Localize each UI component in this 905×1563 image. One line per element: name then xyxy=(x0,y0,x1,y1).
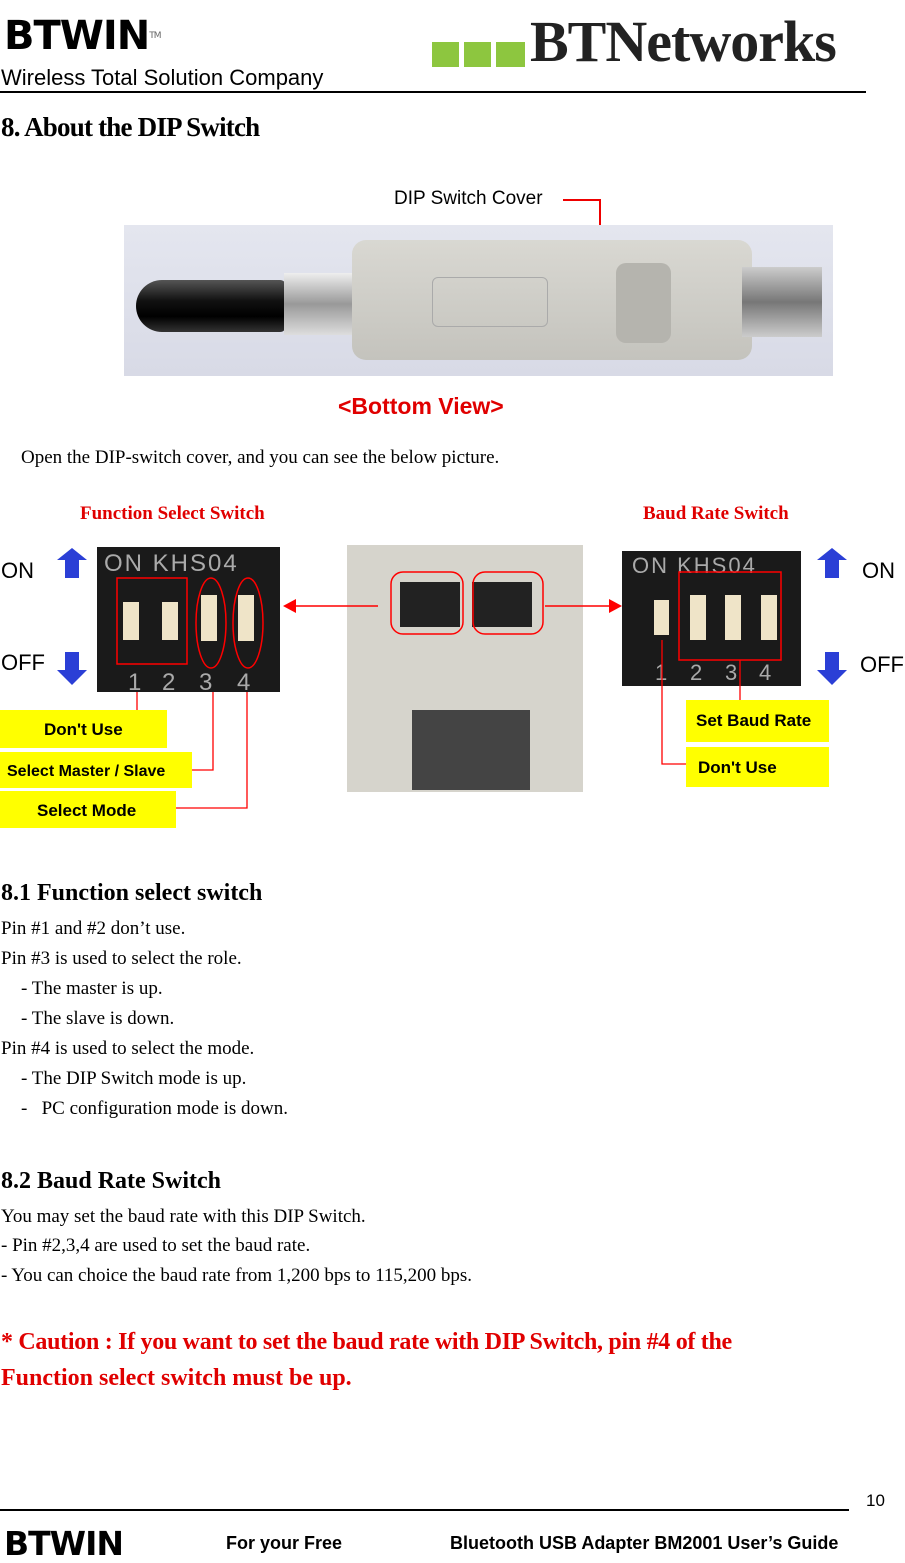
callout-box xyxy=(686,747,829,787)
btnetworks-text: BTNetworks xyxy=(530,9,837,74)
pin-2: 2 xyxy=(162,669,175,696)
usb-plug xyxy=(742,267,822,337)
pin-4: 4 xyxy=(759,660,771,685)
up-arrow-icon xyxy=(817,548,847,578)
callout-set-baud: Set Baud Rate xyxy=(696,711,811,730)
label-recess xyxy=(432,277,548,327)
tagline: Wireless Total Solution Company xyxy=(1,65,324,90)
function-switch-label: Function Select Switch xyxy=(80,503,265,524)
callout-select-mode: Select Mode xyxy=(37,801,136,820)
arrow-head-left xyxy=(283,599,296,613)
s82-line: - You can choice the baud rate from 1,20… xyxy=(1,1265,473,1286)
pins-1-2-highlight xyxy=(116,577,188,665)
section-8-1-title: 8.1 Function select switch xyxy=(1,880,263,906)
footer-slogan: For your Free xyxy=(226,1533,343,1553)
callout-box xyxy=(0,791,176,828)
switch-1 xyxy=(654,600,669,635)
footer-rule xyxy=(0,1509,849,1511)
switch-2 xyxy=(162,602,178,640)
callout-box xyxy=(686,700,829,742)
dip-switch-diagram: ON KHS04 1 2 3 4 ON OFF ON KHS04 1 2 3 4… xyxy=(0,545,904,828)
s81-line: - The master is up. xyxy=(21,978,163,999)
switch-4 xyxy=(238,595,254,641)
on-label-right: ON xyxy=(862,558,895,583)
callout-master-slave: Select Master / Slave xyxy=(7,763,165,780)
pin-3: 3 xyxy=(725,660,737,685)
btwin-logo: BTWINTM xyxy=(4,13,162,59)
pin-4-highlight xyxy=(232,577,264,669)
adapter-body xyxy=(352,240,752,360)
leader-line xyxy=(176,692,248,809)
caution-line-2: Function select switch must be up. xyxy=(1,1365,352,1391)
instruction-text: Open the DIP-switch cover, and you can s… xyxy=(21,447,500,468)
caution-line-1: * Caution : If you want to set the baud … xyxy=(1,1329,732,1355)
callout-box xyxy=(0,710,167,748)
pin-1: 1 xyxy=(655,660,667,685)
trademark: TM xyxy=(149,31,161,41)
chip-label: ON KHS04 xyxy=(632,553,757,578)
logo-text: BTWIN xyxy=(4,13,150,59)
footer-guide-title: Bluetooth USB Adapter BM2001 User’s Guid… xyxy=(450,1533,839,1553)
leader-line xyxy=(661,640,686,765)
baud-switch-label: Baud Rate Switch xyxy=(643,503,789,524)
switch-1 xyxy=(123,602,139,640)
pin-3: 3 xyxy=(199,669,212,696)
antenna xyxy=(136,280,286,332)
callout-dont-use: Don't Use xyxy=(698,758,777,777)
s81-line: Pin #1 and #2 don’t use. xyxy=(1,918,186,939)
mini-chip-highlight xyxy=(390,571,464,635)
dip-chip-left-mini xyxy=(400,582,460,627)
footer-btwin-logo: BTWIN xyxy=(4,1524,124,1563)
dip-chip-right-mini xyxy=(472,582,532,627)
pin-3-highlight xyxy=(195,577,227,669)
pin-4: 4 xyxy=(237,669,250,696)
pins-2-4-highlight xyxy=(678,571,782,661)
s81-line: - The DIP Switch mode is up. xyxy=(21,1068,247,1089)
switch-2 xyxy=(690,595,706,640)
green-square xyxy=(432,42,459,67)
s82-line: You may set the baud rate with this DIP … xyxy=(1,1206,366,1227)
page-title: 8. About the DIP Switch xyxy=(1,112,260,142)
green-square xyxy=(464,42,491,67)
s81-line: - PC configuration mode is down. xyxy=(21,1098,289,1119)
bottom-view-caption: <Bottom View> xyxy=(338,393,504,419)
callout-dont-use: Don't Use xyxy=(44,720,123,739)
on-label-left: ON xyxy=(1,558,34,583)
dip-cover xyxy=(616,263,671,343)
pin-2: 2 xyxy=(690,660,702,685)
s82-line: - Pin #2,3,4 are used to set the baud ra… xyxy=(1,1235,311,1256)
switch-3 xyxy=(201,595,217,641)
down-arrow-icon xyxy=(817,652,847,685)
s81-line: - The slave is down. xyxy=(21,1008,175,1029)
mini-chip-highlight xyxy=(472,571,544,635)
page-number: 10 xyxy=(866,1491,885,1510)
switch-3 xyxy=(725,595,741,640)
switch-4 xyxy=(761,595,777,640)
down-arrow-icon xyxy=(57,652,87,685)
off-label-left: OFF xyxy=(1,650,45,675)
chip-label: ON KHS04 xyxy=(104,550,239,577)
off-label-right: OFF xyxy=(860,652,904,677)
s81-line: Pin #3 is used to select the role. xyxy=(1,948,242,969)
s81-line: Pin #4 is used to select the mode. xyxy=(1,1038,255,1059)
leader-line xyxy=(192,692,214,771)
connector xyxy=(284,273,354,335)
up-arrow-icon xyxy=(57,548,87,578)
arrow-head-right xyxy=(609,599,622,613)
section-8-2-title: 8.2 Baud Rate Switch xyxy=(1,1168,222,1194)
green-square xyxy=(496,42,525,67)
dip-cover-label: DIP Switch Cover xyxy=(394,188,543,209)
device-bottom-photo xyxy=(124,225,833,376)
header-rule xyxy=(0,91,866,93)
pin-1: 1 xyxy=(128,669,141,696)
callout-box xyxy=(0,752,192,788)
usb-plug-center xyxy=(412,710,530,790)
